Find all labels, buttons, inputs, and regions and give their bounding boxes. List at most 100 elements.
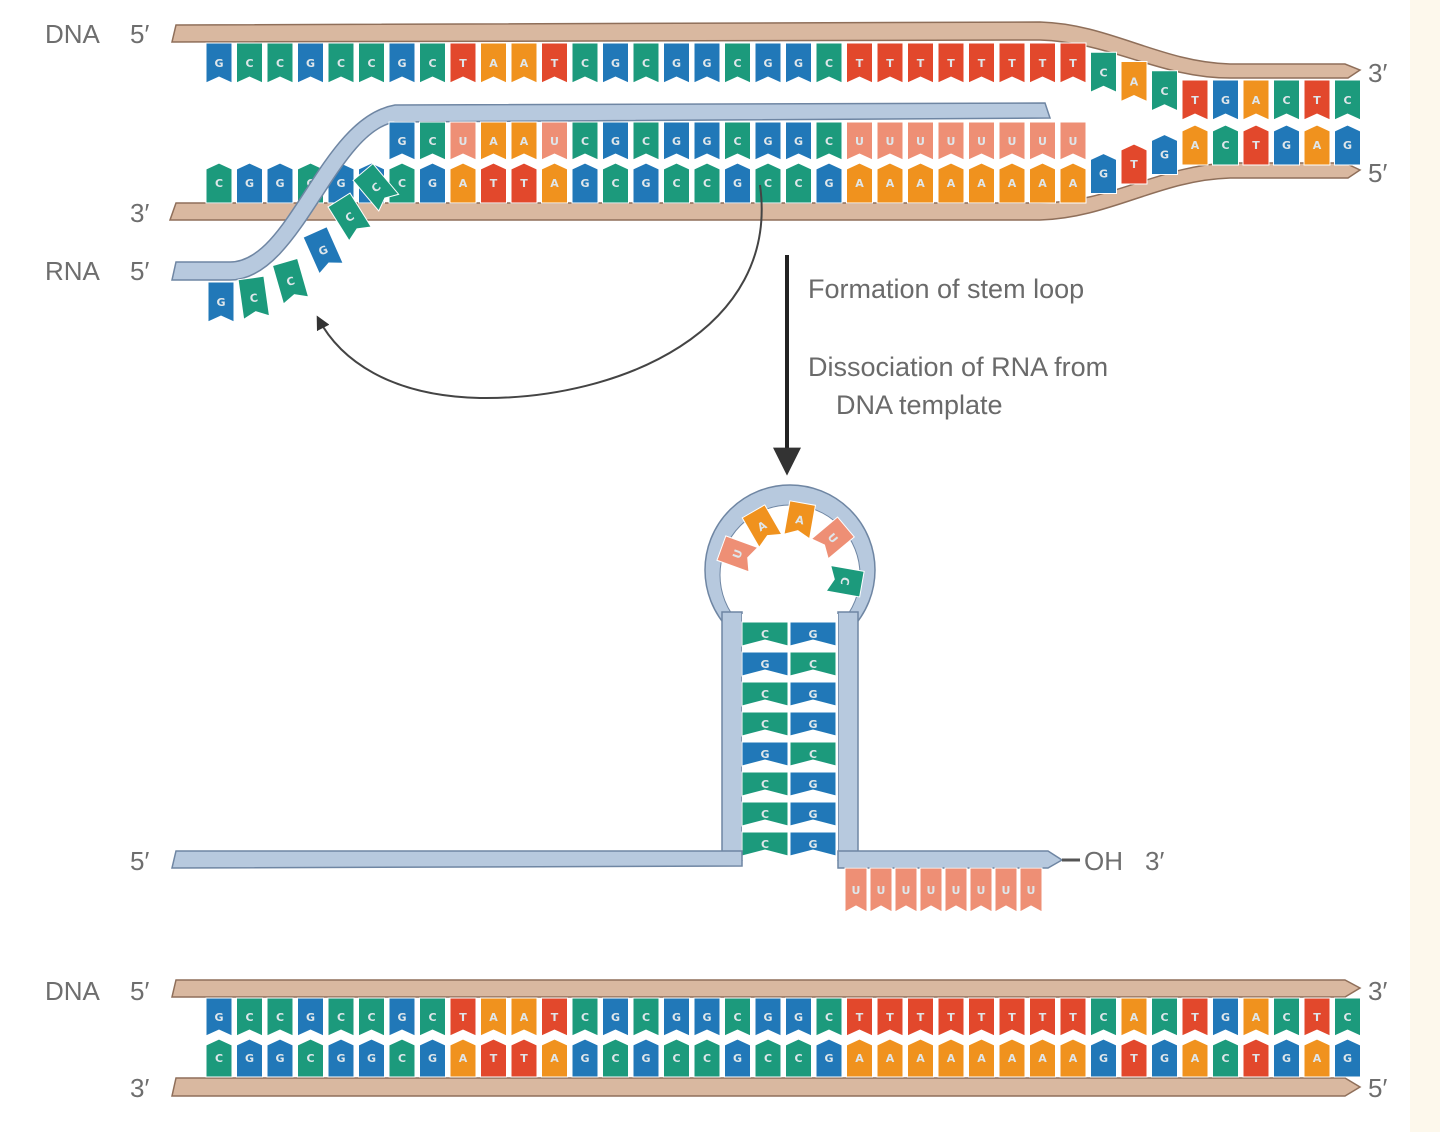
tail-base-U: U bbox=[844, 867, 868, 913]
base-letter: G bbox=[611, 1011, 620, 1024]
base-shape bbox=[602, 162, 629, 204]
base-letter: G bbox=[428, 177, 437, 190]
stem-right-base-G: G bbox=[789, 681, 837, 707]
base-letter: A bbox=[1069, 1052, 1078, 1065]
base-shape bbox=[1212, 124, 1239, 166]
base-shape bbox=[789, 741, 837, 767]
base-shape bbox=[810, 516, 855, 560]
base-shape bbox=[907, 997, 934, 1037]
base-letter: G bbox=[702, 135, 711, 148]
base-shape bbox=[789, 681, 837, 707]
caption-dissociation-2: DNA template bbox=[836, 390, 1003, 420]
top-coding-base-A: A bbox=[1242, 79, 1270, 121]
top-coding-base-T: T bbox=[876, 42, 904, 84]
base-shape bbox=[894, 867, 918, 913]
base-letter: C bbox=[825, 1011, 833, 1024]
base-shape bbox=[632, 42, 660, 84]
bottom-template-base-T: T bbox=[480, 1038, 507, 1078]
base-shape bbox=[944, 867, 968, 913]
top-template-base-A: A bbox=[968, 162, 995, 204]
base-shape bbox=[510, 121, 538, 161]
top-coding-base-C: C bbox=[632, 42, 660, 84]
base-shape bbox=[1120, 143, 1148, 185]
top-coding-base-G: G bbox=[663, 42, 690, 84]
base-letter: C bbox=[703, 177, 711, 190]
top-template-base-G: G bbox=[571, 162, 599, 204]
base-letter: G bbox=[672, 57, 681, 70]
base-shape bbox=[846, 1038, 873, 1078]
label-rna: RNA bbox=[45, 256, 101, 286]
stem-left-base-G: G bbox=[741, 741, 789, 767]
top-coding-base-C: C bbox=[571, 42, 599, 84]
bottom-template-base-A: A bbox=[876, 1038, 904, 1078]
top-template-base-A: A bbox=[1029, 162, 1056, 204]
bottom-template-base-G: G bbox=[1090, 1038, 1117, 1078]
base-letter: A bbox=[977, 177, 986, 190]
base-shape bbox=[510, 162, 538, 204]
base-letter: G bbox=[275, 1052, 284, 1065]
stem-left-base-C: C bbox=[741, 681, 789, 707]
base-shape bbox=[741, 681, 789, 707]
bottom-coding-base-G: G bbox=[205, 997, 233, 1037]
bottom-template-base-C: C bbox=[1212, 1038, 1239, 1078]
stem-left-backbone bbox=[721, 611, 743, 861]
base-letter: C bbox=[761, 628, 769, 641]
bottom-coding-base-C: C bbox=[724, 997, 751, 1037]
base-shape bbox=[815, 162, 843, 204]
bottom-coding-base-T: T bbox=[968, 997, 995, 1037]
base-shape bbox=[388, 1038, 416, 1078]
base-letter: C bbox=[1343, 94, 1351, 107]
bottom-template-base-G: G bbox=[1334, 1038, 1361, 1078]
top-rna-free-base-G: G bbox=[207, 281, 235, 323]
base-shape bbox=[968, 1038, 995, 1078]
base-shape bbox=[602, 997, 629, 1037]
base-letter: C bbox=[761, 838, 769, 851]
top-template-base-G: G bbox=[1090, 152, 1117, 194]
base-shape bbox=[236, 42, 263, 84]
base-letter: C bbox=[764, 1052, 772, 1065]
base-shape bbox=[266, 162, 294, 204]
base-letter: T bbox=[459, 57, 467, 70]
base-shape bbox=[1151, 133, 1178, 175]
base-letter: C bbox=[337, 1011, 345, 1024]
base-shape bbox=[994, 867, 1018, 913]
loop-base-A: A bbox=[783, 500, 817, 540]
base-shape bbox=[297, 42, 324, 84]
top-coding-base-T: T bbox=[449, 42, 477, 84]
base-shape bbox=[205, 1038, 233, 1078]
top-template-base-G: G bbox=[1273, 124, 1300, 166]
base-letter: G bbox=[733, 1052, 742, 1065]
base-shape bbox=[1090, 51, 1117, 94]
base-letter: C bbox=[733, 1011, 741, 1024]
base-letter: A bbox=[520, 135, 529, 148]
base-letter: G bbox=[808, 808, 817, 821]
top-template-bases: CGGCGGCGATTAGCGCCGCCGAAAAAAAAGTGACTGAG bbox=[205, 124, 1361, 204]
base-letter: U bbox=[1069, 135, 1078, 148]
top-template-base-A: A bbox=[937, 162, 965, 204]
base-shape bbox=[388, 42, 416, 84]
stem-left-base-C: C bbox=[741, 621, 789, 647]
top-coding-base-C: C bbox=[419, 42, 446, 84]
top-template-base-A: A bbox=[1181, 124, 1209, 166]
base-letter: G bbox=[760, 748, 769, 761]
base-letter: C bbox=[611, 1052, 619, 1065]
top-rna-base-A: A bbox=[480, 121, 507, 161]
base-letter: U bbox=[902, 884, 911, 897]
bottom-coding-base-T: T bbox=[1181, 997, 1209, 1037]
base-letter: C bbox=[825, 57, 833, 70]
top-template-base-G: G bbox=[632, 162, 660, 204]
base-shape bbox=[693, 997, 721, 1037]
base-letter: U bbox=[977, 135, 986, 148]
bottom-coding-base-C: C bbox=[327, 997, 355, 1037]
base-shape bbox=[1273, 997, 1300, 1037]
base-shape bbox=[1151, 70, 1178, 112]
base-letter: G bbox=[763, 135, 772, 148]
top-template-base-G: G bbox=[815, 162, 843, 204]
base-letter: G bbox=[245, 1052, 254, 1065]
base-shape bbox=[1029, 1038, 1056, 1078]
base-letter: G bbox=[306, 57, 315, 70]
base-shape bbox=[352, 162, 400, 212]
base-shape bbox=[541, 121, 568, 161]
base-shape bbox=[716, 535, 759, 573]
base-letter: G bbox=[1221, 94, 1230, 107]
